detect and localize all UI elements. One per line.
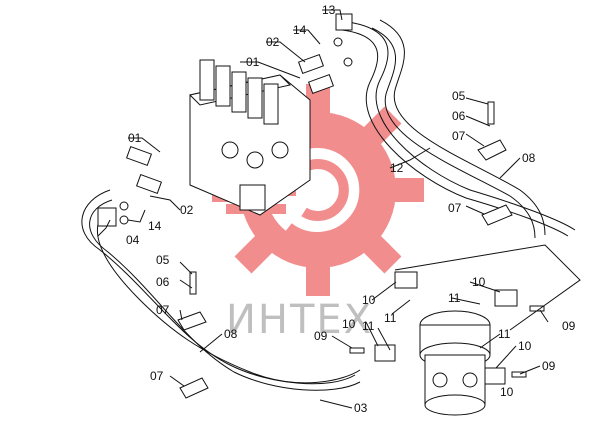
swivel-joint	[419, 310, 491, 416]
watermark-text: ИНТЕХ	[226, 297, 373, 343]
label-11-d: 11	[498, 327, 511, 341]
label-11-a: 11	[384, 311, 397, 325]
label-10-e: 10	[500, 385, 514, 399]
label-07-right-bottom: 07	[448, 201, 462, 215]
hoses	[81, 19, 576, 391]
label-11-b: 11	[362, 319, 375, 333]
label-09-bottom: 09	[542, 359, 556, 373]
label-07-left-top: 07	[156, 303, 170, 317]
part-labels: 13 14 02 01 01 02 14 04 12 05 06 07 08 0…	[126, 3, 576, 415]
label-10-c: 10	[472, 275, 486, 289]
label-01-top: 01	[246, 55, 260, 69]
label-10-d: 10	[518, 339, 532, 353]
leader-lines	[97, 9, 549, 409]
label-04: 04	[126, 233, 140, 247]
label-10-a: 10	[362, 293, 376, 307]
label-07-right-top: 07	[452, 129, 466, 143]
label-10-b: 10	[342, 317, 356, 331]
label-11-c: 11	[448, 291, 461, 305]
valve-spools	[199, 59, 279, 125]
fittings	[97, 13, 353, 227]
label-12: 12	[390, 161, 404, 175]
label-06-left: 06	[156, 275, 170, 289]
label-05-right: 05	[452, 89, 466, 103]
label-09-left: 09	[314, 329, 328, 343]
label-07-left-bottom: 07	[150, 369, 164, 383]
label-09-right: 09	[562, 319, 576, 333]
label-14-top: 14	[293, 23, 307, 37]
label-06-right: 06	[452, 109, 466, 123]
label-03: 03	[354, 401, 368, 415]
clamps	[177, 101, 545, 399]
label-05-left: 05	[156, 253, 170, 267]
label-08-left: 08	[224, 327, 238, 341]
label-14-left: 14	[148, 219, 162, 233]
assembly-outline	[394, 244, 581, 331]
label-08-right: 08	[522, 151, 536, 165]
label-01-left: 01	[128, 131, 142, 145]
label-13: 13	[322, 3, 336, 17]
control-valve-block	[189, 59, 311, 216]
label-02-left: 02	[180, 203, 194, 217]
label-02-top: 02	[266, 35, 280, 49]
